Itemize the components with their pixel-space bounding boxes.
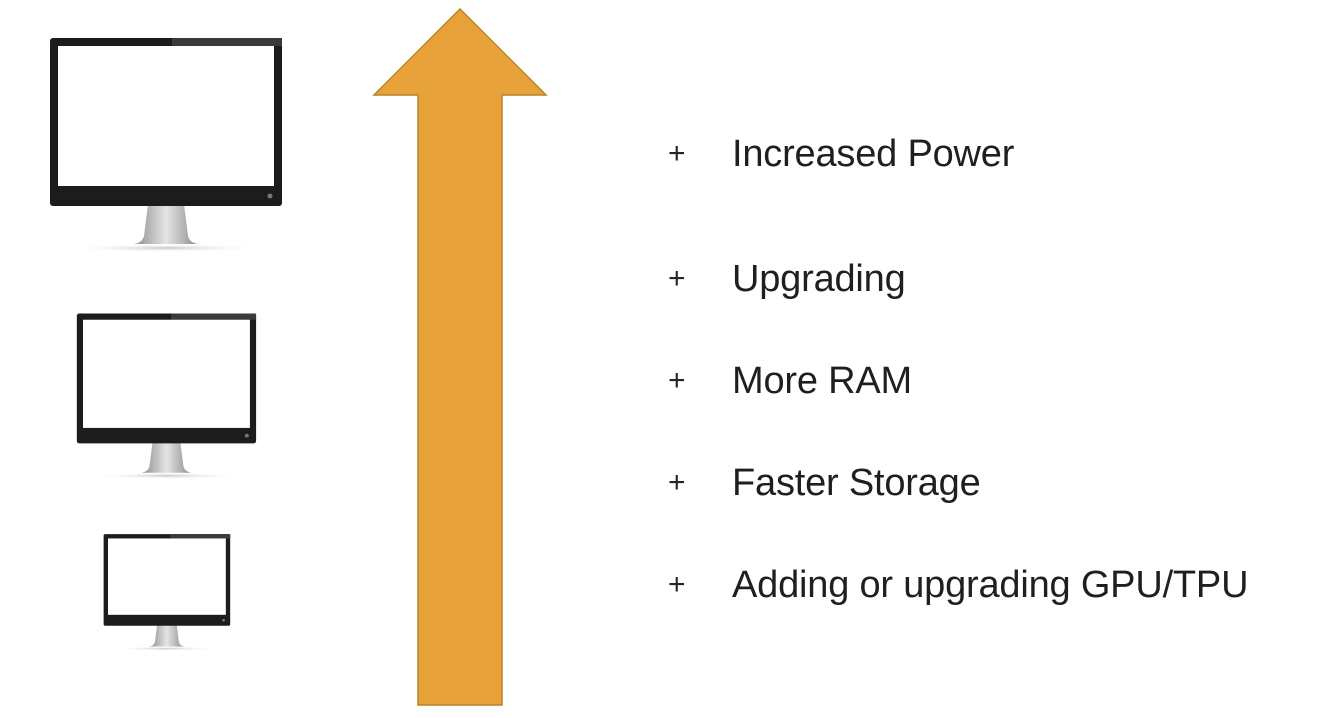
desktop-monitor-icon-small: [103, 534, 231, 651]
plus-marker: +: [668, 262, 686, 295]
benefit-text: Upgrading: [732, 257, 906, 300]
benefit-item-more-ram: + More RAM: [668, 330, 1248, 432]
plus-marker: +: [668, 466, 686, 499]
up-arrow-icon: [372, 7, 548, 706]
plus-marker: +: [668, 137, 686, 170]
benefit-text: Faster Storage: [732, 461, 981, 504]
benefit-text: Adding or upgrading GPU/TPU: [732, 563, 1249, 606]
benefit-item-upgrading: + Upgrading: [668, 228, 1248, 330]
plus-marker: +: [668, 568, 686, 601]
desktop-monitor-icon-medium: [76, 313, 257, 479]
up-arrow-shape: [372, 7, 548, 706]
benefit-item-faster-storage: + Faster Storage: [668, 432, 1248, 534]
benefit-item-gpu-tpu: + Adding or upgrading GPU/TPU: [668, 534, 1249, 636]
plus-marker: +: [668, 364, 686, 397]
benefit-text: More RAM: [732, 359, 912, 402]
benefit-item-increased-power: + Increased Power: [668, 126, 1248, 182]
benefit-text: Increased Power: [732, 132, 1015, 175]
desktop-monitor-icon-large: [50, 38, 282, 252]
benefit-list: + Increased Power + Upgrading + More RAM…: [668, 126, 1249, 636]
